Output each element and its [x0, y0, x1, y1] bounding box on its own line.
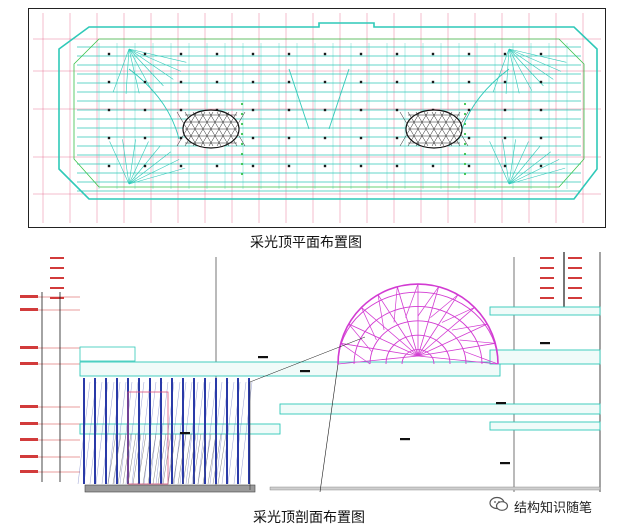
plan-cyan-grid — [77, 43, 581, 192]
plan-red-grid — [33, 13, 601, 223]
section-dimension-marks — [180, 342, 550, 465]
section-drawing — [20, 252, 601, 493]
section-hatched-volumes — [107, 433, 227, 485]
watermark: 结构知识随笔 — [489, 496, 592, 516]
plan-outline — [58, 22, 598, 200]
section-slope-lines — [249, 336, 366, 493]
section-caption: 采光顶剖面布置图 — [253, 510, 365, 526]
section-atrium-structure — [77, 378, 253, 485]
plan-column-markers — [107, 52, 543, 176]
plan-drawing — [33, 13, 601, 223]
section-skylight-dome — [337, 283, 499, 365]
section-floor-slabs — [79, 306, 601, 493]
plan-caption: 采光顶平面布置图 — [250, 235, 362, 251]
watermark-text: 结构知识随笔 — [514, 500, 593, 516]
skylight-dome-right — [399, 109, 469, 149]
section-level-tags — [20, 257, 582, 473]
skylight-dome-left — [176, 109, 246, 149]
plan-drawing-frame — [28, 8, 606, 228]
wechat-icon — [489, 496, 509, 516]
